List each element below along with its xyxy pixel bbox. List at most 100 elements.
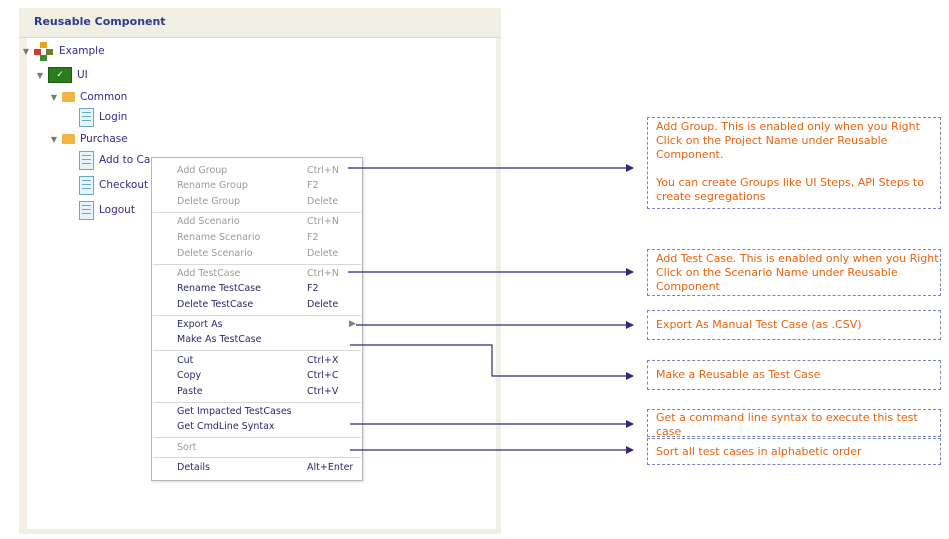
menu-item-label: Rename Scenario — [177, 232, 261, 243]
scenario-label: UI — [77, 69, 88, 81]
folder-icon — [62, 92, 75, 102]
expand-arrow-icon[interactable]: ▼ — [50, 92, 58, 102]
tree-node-testcase-add-to-cart[interactable]: Add to Car — [79, 150, 155, 170]
submenu-arrow-icon: ▶ — [349, 319, 356, 329]
menu-item-label: Copy — [177, 370, 202, 381]
menu-separator — [153, 264, 361, 265]
panel-bottom-border — [19, 529, 501, 534]
group-label: Common — [80, 91, 128, 103]
testcase-icon — [79, 150, 94, 170]
menu-item-label: Add TestCase — [177, 268, 241, 279]
menu-item-add-scenario[interactable]: Add Scenario Ctrl+N — [152, 215, 362, 230]
callout-export-as-text: Export As Manual Test Case (as .CSV) — [656, 318, 862, 331]
menu-item-label: Sort — [177, 442, 197, 453]
menu-item-delete-scenario[interactable]: Delete Scenario Delete — [152, 247, 362, 262]
testcase-icon — [79, 107, 94, 127]
panel-header: Reusable Component — [19, 8, 501, 38]
menu-separator — [153, 402, 361, 403]
callout-add-testcase: Add Test Case. This is enabled only when… — [647, 249, 941, 296]
menu-item-details[interactable]: Details Alt+Enter — [152, 461, 362, 476]
testcase-label: Add to Car — [99, 154, 155, 166]
menu-separator — [153, 212, 361, 213]
menu-item-export-as[interactable]: Export As ▶ — [152, 318, 362, 333]
expand-arrow-icon[interactable]: ▼ — [50, 134, 58, 144]
menu-item-add-group[interactable]: Add Group Ctrl+N — [152, 164, 362, 179]
connector-make-as-testcase — [350, 344, 634, 380]
menu-item-label: Export As — [177, 319, 223, 330]
group-label: Purchase — [80, 133, 128, 145]
menu-shortcut: F2 — [307, 283, 319, 294]
menu-item-get-impacted-testcases[interactable]: Get Impacted TestCases — [152, 405, 362, 420]
panel-title: Reusable Component — [34, 15, 166, 28]
testcase-label: Checkout — [99, 179, 149, 191]
menu-item-sort[interactable]: Sort — [152, 441, 362, 456]
menu-item-label: Rename TestCase — [177, 283, 261, 294]
menu-item-label: Add Group — [177, 165, 228, 176]
menu-shortcut: F2 — [307, 180, 319, 191]
menu-shortcut: Delete — [307, 299, 339, 310]
menu-item-get-cmdline-syntax[interactable]: Get CmdLine Syntax — [152, 420, 362, 435]
callout-cmdline: Get a command line syntax to execute thi… — [647, 409, 941, 438]
context-menu: Add Group Ctrl+N Rename Group F2 Delete … — [151, 157, 363, 481]
menu-item-label: Delete Scenario — [177, 248, 253, 259]
callout-make-reusable-text: Make a Reusable as Test Case — [656, 368, 821, 381]
menu-shortcut: Alt+Enter — [307, 462, 354, 473]
callout-cmdline-text: Get a command line syntax to execute thi… — [656, 411, 918, 438]
callout-add-group-text-2: You can create Groups like UI Steps, API… — [656, 176, 924, 203]
tree-node-group-common[interactable]: ▼ Common — [49, 87, 127, 107]
panel-right-border — [496, 38, 501, 534]
scenario-icon: ✓ — [48, 67, 72, 83]
menu-shortcut: Ctrl+N — [307, 165, 339, 176]
menu-shortcut: Ctrl+C — [307, 370, 339, 381]
expand-arrow-icon[interactable]: ▼ — [36, 70, 44, 80]
menu-shortcut: Ctrl+V — [307, 386, 339, 397]
menu-item-label: Make As TestCase — [177, 334, 262, 345]
menu-shortcut: Ctrl+X — [307, 355, 339, 366]
callout-export-as: Export As Manual Test Case (as .CSV) — [647, 310, 941, 340]
callout-add-group: Add Group. This is enabled only when you… — [647, 117, 941, 209]
callout-add-group-text: Add Group. This is enabled only when you… — [656, 120, 920, 161]
testcase-icon — [79, 175, 94, 195]
menu-item-rename-scenario[interactable]: Rename Scenario F2 — [152, 231, 362, 246]
callout-sort-text: Sort all test cases in alphabetic order — [656, 445, 862, 458]
menu-shortcut: Delete — [307, 196, 339, 207]
project-label: Example — [59, 45, 105, 57]
menu-item-copy[interactable]: Copy Ctrl+C — [152, 369, 362, 384]
testcase-icon — [79, 200, 94, 220]
tree-node-project[interactable]: ▼ Example — [21, 41, 105, 61]
menu-item-label: Paste — [177, 386, 203, 397]
menu-item-rename-group[interactable]: Rename Group F2 — [152, 179, 362, 194]
tree-node-testcase-login[interactable]: Login — [79, 107, 127, 127]
menu-shortcut: Delete — [307, 248, 339, 259]
menu-item-label: Get Impacted TestCases — [177, 406, 292, 417]
testcase-label: Logout — [99, 204, 135, 216]
tree-node-testcase-logout[interactable]: Logout — [79, 200, 135, 220]
menu-separator — [153, 457, 361, 458]
panel-left-border — [19, 38, 27, 534]
menu-item-make-as-testcase[interactable]: Make As TestCase — [152, 333, 362, 348]
menu-item-label: Details — [177, 462, 210, 473]
tree-node-scenario-ui[interactable]: ▼ ✓ UI — [35, 65, 88, 85]
menu-item-cut[interactable]: Cut Ctrl+X — [152, 354, 362, 369]
folder-icon — [62, 134, 75, 144]
menu-item-label: Delete TestCase — [177, 299, 254, 310]
menu-item-add-testcase[interactable]: Add TestCase Ctrl+N — [152, 267, 362, 282]
tree-node-testcase-checkout[interactable]: Checkout — [79, 175, 148, 195]
menu-item-label: Delete Group — [177, 196, 241, 207]
menu-separator — [153, 437, 361, 438]
menu-item-label: Rename Group — [177, 180, 248, 191]
menu-item-label: Cut — [177, 355, 194, 366]
menu-shortcut: F2 — [307, 232, 319, 243]
menu-item-rename-testcase[interactable]: Rename TestCase F2 — [152, 282, 362, 297]
callout-make-reusable: Make a Reusable as Test Case — [647, 360, 941, 390]
expand-arrow-icon[interactable]: ▼ — [22, 46, 30, 56]
menu-item-delete-testcase[interactable]: Delete TestCase Delete — [152, 298, 362, 313]
menu-item-delete-group[interactable]: Delete Group Delete — [152, 195, 362, 210]
menu-separator — [153, 350, 361, 351]
project-icon — [34, 41, 54, 61]
menu-item-label: Get CmdLine Syntax — [177, 421, 275, 432]
tree-node-group-purchase[interactable]: ▼ Purchase — [49, 129, 128, 149]
menu-item-paste[interactable]: Paste Ctrl+V — [152, 385, 362, 400]
callout-add-testcase-text: Add Test Case. This is enabled only when… — [656, 252, 939, 293]
